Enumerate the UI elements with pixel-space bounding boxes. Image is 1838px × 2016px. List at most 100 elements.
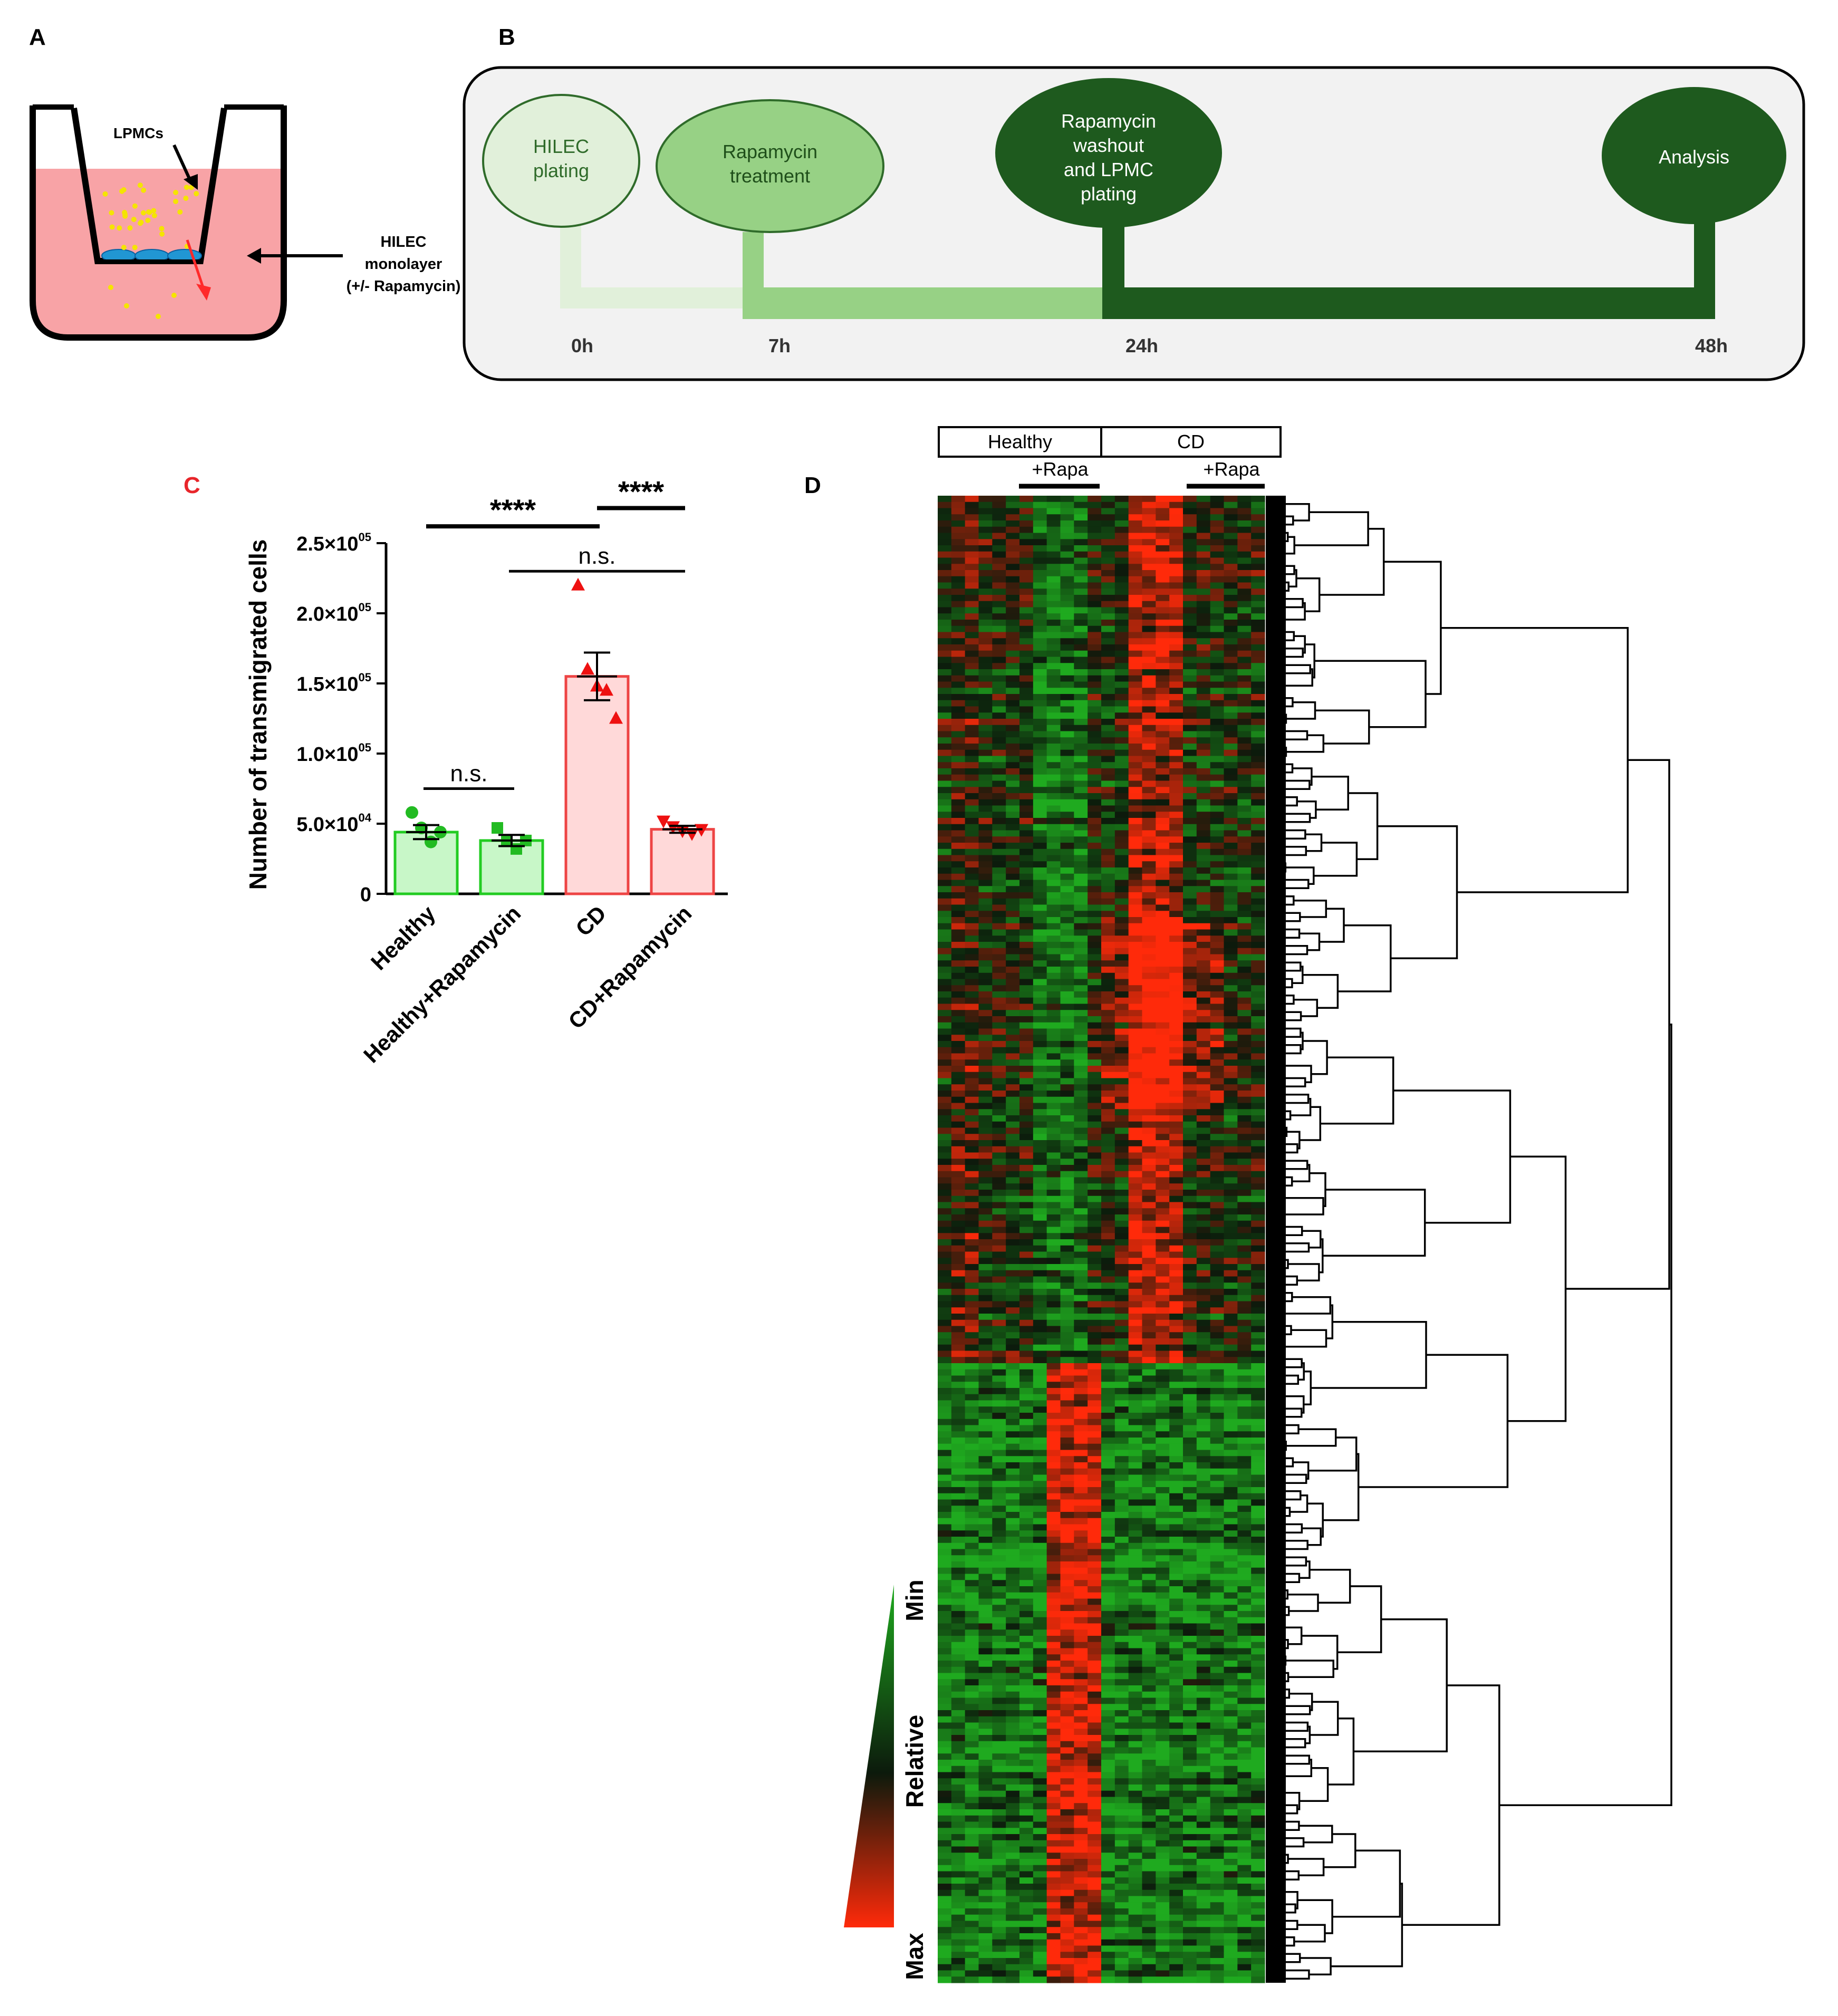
heatmap-cell [992,1351,1006,1357]
heatmap-cell [1114,972,1129,980]
heatmap-cell [1251,564,1265,571]
heatmap-cell [1128,1171,1143,1178]
heatmap-cell [1183,1481,1197,1488]
heatmap-cell [978,812,993,818]
heatmap-cell [1088,768,1102,775]
heatmap-cell [1060,1729,1074,1735]
heatmap-cell [1019,675,1034,682]
heatmap-cell [1006,836,1020,843]
heatmap-cell [1224,551,1238,558]
heatmap-cell [1224,929,1238,936]
heatmap-cell [1224,1084,1238,1091]
heatmap-cell [1210,861,1225,868]
heatmap-cell [1101,1152,1115,1159]
heatmap-cell [938,954,952,961]
heatmap-cell [1128,1282,1143,1289]
heatmap-cell [1060,843,1074,850]
heatmap-cell [1210,1041,1225,1048]
heatmap-cell [1156,607,1170,614]
heatmap-cell [1196,1648,1211,1655]
heatmap-cell [1156,1183,1170,1190]
heatmap-cell [1183,1245,1197,1252]
heatmap-cell [1224,638,1238,645]
heatmap-cell [1006,1685,1020,1692]
heatmap-cell [1210,595,1225,602]
heatmap-cell [951,1685,966,1692]
heatmap-cell [1224,1127,1238,1134]
heatmap-cell [1142,539,1156,546]
heatmap-cell [1169,539,1183,546]
heatmap-cell [938,880,952,886]
heatmap-cell [1224,657,1238,663]
heatmap-cell [1114,1499,1129,1506]
heatmap-cell [1251,1264,1265,1271]
heatmap-cell [1088,1053,1102,1060]
heatmap-cell [1183,991,1197,998]
heatmap-cell [1156,787,1170,794]
heatmap-cell [1088,960,1102,967]
heatmap-cell [1033,638,1047,645]
heatmap-cell [1101,1710,1115,1717]
heatmap-cell [1196,873,1211,881]
heatmap-cell [1224,557,1238,564]
heatmap-cell [951,1109,966,1116]
heatmap-cell [1224,1028,1238,1035]
heatmap-cell [1169,1022,1183,1029]
heatmap-cell [1251,985,1265,992]
heatmap-cell [1251,1202,1265,1209]
heatmap-cell [1101,1220,1115,1228]
heatmap-cell [1142,1258,1156,1265]
heatmap-cell [1142,1127,1156,1134]
heatmap-cell [1060,1605,1074,1612]
heatmap-cell [1046,1004,1061,1010]
heatmap-cell [1196,1171,1211,1178]
heatmap-cell [1088,1338,1102,1345]
heatmap-cell [965,1103,979,1110]
heatmap-cell [1019,1251,1034,1258]
heatmap-cell [1224,1654,1238,1661]
heatmap-cell [1088,805,1102,812]
heatmap-cell [1224,1096,1238,1104]
heatmap-cell [1019,1171,1034,1178]
heatmap-cell [1114,880,1129,886]
panel-label-c: C [184,472,200,498]
heatmap-cell [1142,1091,1156,1097]
heatmap-cell [1101,1394,1115,1401]
heatmap-cell [1033,812,1047,818]
heatmap-cell [1156,1729,1170,1735]
heatmap-cell [1101,1134,1115,1141]
heatmap-cell [1060,1159,1074,1165]
heatmap-cell [1046,1636,1061,1643]
heatmap-cell [1101,762,1115,769]
heatmap-cell [1019,725,1034,732]
heatmap-cell [1169,1004,1183,1010]
heatmap-cell [1224,1567,1238,1575]
heatmap-cell [1101,756,1115,763]
heatmap-cell [1114,1233,1129,1240]
heatmap-cell [1251,1022,1265,1029]
heatmap-cell [1142,520,1156,527]
heatmap-cell [1183,886,1197,893]
heatmap-cell [1224,1140,1238,1147]
heatmap-cell [1019,501,1034,509]
heatmap-cell [938,508,952,515]
heatmap-cell [1006,1041,1020,1048]
heatmap-cell [1251,1382,1265,1388]
heatmap-cell [1101,911,1115,918]
heatmap-cell [1142,496,1156,503]
heatmap-cell [1101,1499,1115,1506]
heatmap-cell [938,496,952,503]
lpmc-dot [131,217,137,223]
heatmap-cell [1101,892,1115,899]
heatmap-cell [965,1592,979,1599]
heatmap-cell [1088,526,1102,534]
heatmap-cell [1128,1506,1143,1512]
heatmap-cell [1183,1450,1197,1456]
heatmap-cell [1088,650,1102,658]
heatmap-cell [992,1053,1006,1060]
heatmap-cell [1088,1183,1102,1190]
heatmap-cell [1006,904,1020,911]
heatmap-cell [1114,1059,1129,1066]
heatmap-cell [1142,601,1156,608]
heatmap-cell [1101,520,1115,527]
